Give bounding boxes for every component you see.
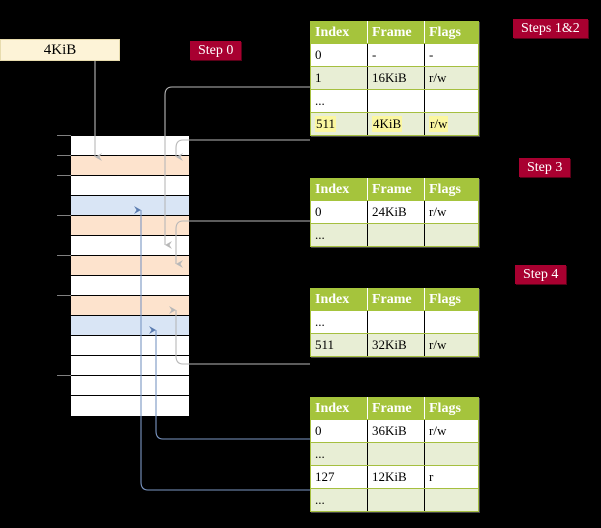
table-row: 511 4KiB r/w bbox=[310, 112, 479, 136]
table-cell-flags bbox=[424, 310, 479, 334]
table-cell-index: 0 bbox=[310, 419, 368, 443]
table-cell-index: 1 bbox=[310, 66, 368, 90]
table-cell-index: ... bbox=[310, 442, 368, 466]
wire-table3-to-frame bbox=[169, 306, 310, 365]
physical-memory-column bbox=[70, 135, 190, 418]
memory-frame-row bbox=[71, 316, 189, 336]
table-row: ... bbox=[310, 223, 479, 247]
table-cell-frame bbox=[367, 442, 425, 466]
memory-frame-row bbox=[71, 156, 189, 176]
highlighted-value: 4KiB bbox=[372, 116, 403, 132]
memory-tick bbox=[57, 295, 71, 296]
memory-frame-row bbox=[71, 236, 189, 256]
table-cell-flags bbox=[424, 89, 479, 113]
table-cell-frame: 16KiB bbox=[367, 66, 425, 90]
table-header-frame: Frame bbox=[367, 178, 425, 201]
table-cell-index: ... bbox=[310, 310, 368, 334]
table-row: ... bbox=[310, 442, 479, 466]
table-cell-frame bbox=[367, 223, 425, 247]
table-cell-flags bbox=[424, 488, 479, 512]
table-cell-frame: - bbox=[367, 43, 425, 67]
table-cell-flags: - bbox=[424, 43, 479, 67]
memory-frame-row bbox=[71, 376, 189, 396]
table-cell-index: 0 bbox=[310, 200, 368, 224]
source-address-box: 4KiB bbox=[0, 39, 120, 61]
table-header-flags: Flags bbox=[424, 178, 479, 201]
wire-table1-511-to-frame bbox=[175, 139, 310, 161]
table-row: ... bbox=[310, 310, 479, 334]
table-cell-flags bbox=[424, 223, 479, 247]
memory-tick bbox=[57, 215, 71, 216]
wire-table2-to-frame bbox=[175, 220, 310, 268]
table-cell-flags: r/w bbox=[424, 66, 479, 90]
memory-frame-row bbox=[71, 276, 189, 296]
table-row: ... bbox=[310, 488, 479, 512]
table-cell-flags: r bbox=[424, 465, 479, 489]
table-cell-index: ... bbox=[310, 89, 368, 113]
memory-frame-row bbox=[71, 176, 189, 196]
memory-frame-row bbox=[71, 216, 189, 236]
table-cell-index: 127 bbox=[310, 465, 368, 489]
badge-step-4: Step 4 bbox=[515, 265, 567, 284]
table-cell-index: ... bbox=[310, 488, 368, 512]
table-cell-frame: 24KiB bbox=[367, 200, 425, 224]
memory-frame-row bbox=[71, 136, 189, 156]
table-cell-frame: 4KiB bbox=[367, 112, 425, 136]
table-cell-index: ... bbox=[310, 223, 368, 247]
table-cell-flags: r/w bbox=[424, 419, 479, 443]
table-header-flags: Flags bbox=[424, 397, 479, 420]
table-header-index: Index bbox=[310, 288, 368, 311]
memory-frame-row bbox=[71, 396, 189, 416]
table-header-frame: Frame bbox=[367, 288, 425, 311]
table-cell-flags: r/w bbox=[424, 333, 479, 357]
badge-step-3: Step 3 bbox=[519, 158, 571, 177]
table-cell-flags bbox=[424, 442, 479, 466]
memory-frame-row bbox=[71, 256, 189, 276]
table-header-index: Index bbox=[310, 21, 368, 44]
memory-tick bbox=[57, 175, 71, 176]
memory-tick bbox=[57, 255, 71, 256]
table-header-index: Index bbox=[310, 178, 368, 201]
table-cell-index: 511 bbox=[310, 333, 368, 357]
memory-frame-row bbox=[71, 296, 189, 316]
memory-tick bbox=[57, 375, 71, 376]
table-header-flags: Flags bbox=[424, 21, 479, 44]
table-cell-index: 511 bbox=[310, 112, 368, 136]
table-header-frame: Frame bbox=[367, 21, 425, 44]
table-cell-flags: r/w bbox=[424, 112, 479, 136]
table-cell-frame: 32KiB bbox=[367, 333, 425, 357]
highlighted-value: r/w bbox=[429, 116, 449, 132]
memory-frame-row bbox=[71, 196, 189, 216]
memory-frame-row bbox=[71, 356, 189, 376]
table-row: 0-- bbox=[310, 43, 479, 67]
table-cell-index: 0 bbox=[310, 43, 368, 67]
memory-tick bbox=[57, 135, 71, 136]
table-cell-frame bbox=[367, 310, 425, 334]
memory-frame-row bbox=[71, 336, 189, 356]
table-cell-frame bbox=[367, 488, 425, 512]
table-cell-frame: 12KiB bbox=[367, 465, 425, 489]
table-header-index: Index bbox=[310, 397, 368, 420]
table-header-frame: Frame bbox=[367, 397, 425, 420]
table-cell-frame: 36KiB bbox=[367, 419, 425, 443]
table-cell-frame bbox=[367, 89, 425, 113]
badge-step-0: Step 0 bbox=[190, 41, 242, 60]
table-cell-flags: r/w bbox=[424, 200, 479, 224]
highlighted-value: 511 bbox=[315, 116, 337, 132]
memory-tick bbox=[57, 155, 71, 156]
table-row: ... bbox=[310, 89, 479, 113]
table-header-flags: Flags bbox=[424, 288, 479, 311]
badge-steps-1-2: Steps 1&2 bbox=[513, 19, 588, 38]
